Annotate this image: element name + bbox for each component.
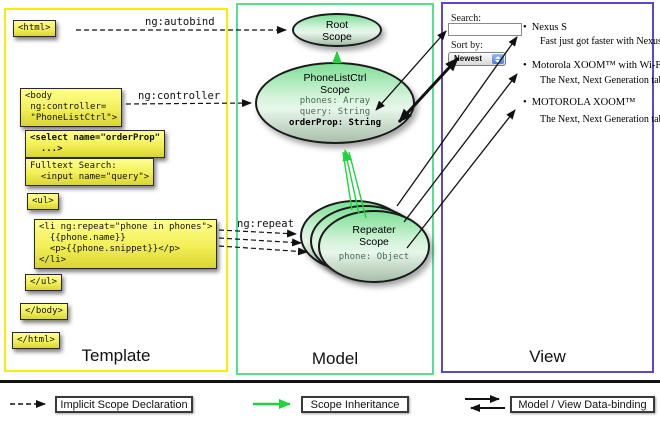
item-name: Nexus S bbox=[531, 22, 567, 33]
sort-dropdown[interactable]: Newest bbox=[448, 52, 506, 66]
dropdown-stepper-icon[interactable] bbox=[492, 54, 504, 64]
bullet-icon: • bbox=[523, 97, 527, 108]
legend-separator bbox=[0, 380, 660, 383]
root-scope-ellipse: Root Scope bbox=[292, 13, 382, 47]
item-name: Motorola XOOM™ with Wi-Fi bbox=[531, 60, 660, 71]
prop-orderprop: orderProp: String bbox=[288, 118, 382, 128]
repeater-title-line2: Scope bbox=[359, 236, 389, 248]
code-body-open: <body ng:controller= "PhoneListCtrl"> bbox=[20, 88, 123, 127]
label-ng-controller: ng:controller bbox=[138, 90, 221, 102]
phonelistctrl-scope-ellipse: PhoneListCtrl Scope phones: Array query:… bbox=[255, 62, 415, 144]
model-panel-title: Model bbox=[311, 349, 359, 368]
bullet-icon: • bbox=[523, 22, 527, 33]
item-desc: Fast just got faster with Nexus S. bbox=[540, 36, 660, 47]
code-html-close: </html> bbox=[12, 332, 60, 349]
code-fulltext-search: Fulltext Search: <input name="query"> bbox=[25, 158, 155, 186]
code-body-close: </body> bbox=[20, 303, 68, 320]
phonelistctrl-title-line1: PhoneListCtrl bbox=[303, 72, 367, 84]
code-ul-close: </ul> bbox=[25, 274, 63, 291]
legend-data-binding: Model / View Data-binding bbox=[510, 396, 655, 413]
code-select: <select name="orderProp" ...> bbox=[25, 130, 166, 158]
root-scope-title-line2: Scope bbox=[322, 31, 352, 43]
sort-by-label: Sort by: bbox=[451, 40, 483, 51]
template-panel-title: Template bbox=[81, 346, 151, 365]
repeater-scope-ellipse: Repeater Scope phone: Object bbox=[318, 210, 430, 283]
code-li-repeat: <li ng:repeat="phone in phones"> {{phone… bbox=[34, 219, 218, 269]
list-item: • Nexus S bbox=[523, 22, 567, 33]
item-desc: The Next, Next Generation tablet. bbox=[540, 114, 660, 125]
list-item: • Motorola XOOM™ with Wi-Fi bbox=[523, 60, 660, 71]
list-item: • MOTOROLA XOOM™ bbox=[523, 97, 635, 108]
repeater-title-line1: Repeater bbox=[352, 224, 396, 236]
prop-phones: phones: Array bbox=[299, 96, 371, 106]
code-ul-open: <ul> bbox=[27, 193, 59, 210]
view-panel-title: View bbox=[529, 347, 566, 366]
bullet-icon: • bbox=[523, 60, 527, 71]
item-name: MOTOROLA XOOM™ bbox=[531, 97, 636, 108]
item-desc: The Next, Next Generation tablet. bbox=[540, 75, 660, 86]
phonelistctrl-title-line2: Scope bbox=[320, 84, 350, 96]
legend-implicit-scope: Implicit Scope Declaration bbox=[55, 396, 193, 413]
label-ng-autobind: ng:autobind bbox=[145, 16, 215, 28]
prop-query: query: String bbox=[299, 107, 371, 117]
sort-dropdown-value: Newest bbox=[454, 54, 483, 63]
root-scope-title-line1: Root bbox=[325, 19, 349, 31]
label-ng-repeat: ng:repeat bbox=[237, 218, 294, 230]
search-input[interactable] bbox=[448, 23, 522, 36]
search-label: Search: bbox=[451, 13, 481, 24]
code-html-open: <html> bbox=[13, 20, 56, 37]
model-panel: Model bbox=[236, 3, 434, 375]
legend-scope-inheritance: Scope Inheritance bbox=[301, 396, 409, 413]
prop-phone: phone: Object bbox=[338, 252, 410, 262]
